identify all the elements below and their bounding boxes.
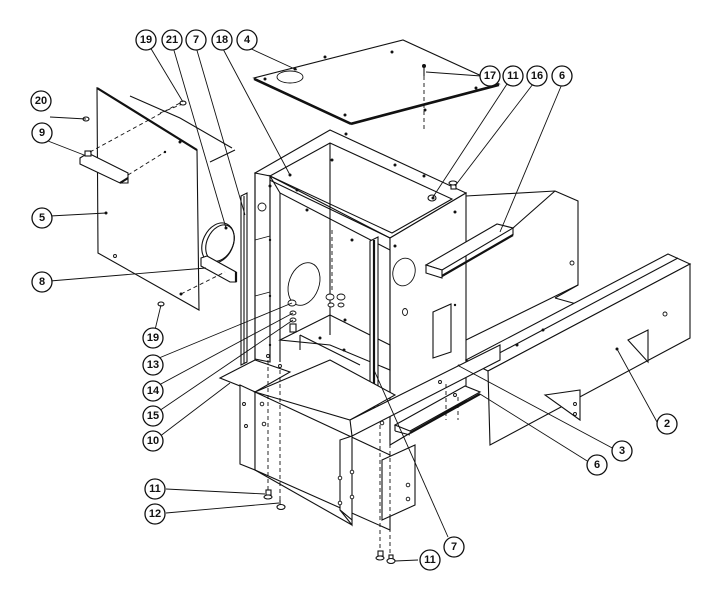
callout-10: 10 — [142, 430, 164, 452]
callout-12: 12 — [144, 503, 166, 525]
callout-label: 21 — [166, 34, 178, 46]
side-panel — [96, 87, 236, 311]
callout-label: 2 — [664, 418, 670, 430]
callout-19-bottom: 19 — [142, 327, 164, 349]
callout-8: 8 — [31, 271, 53, 293]
callout-label: 10 — [147, 435, 159, 447]
callout-19-top: 19 — [135, 29, 157, 51]
callout-16: 16 — [526, 65, 548, 87]
callout-2: 2 — [656, 413, 678, 435]
callout-15: 15 — [142, 405, 164, 427]
callout-label: 19 — [140, 34, 152, 46]
callout-5: 5 — [31, 207, 53, 229]
callout-label: 4 — [244, 34, 251, 46]
callout-17: 17 — [479, 65, 501, 87]
callout-14: 14 — [142, 380, 164, 402]
top-cover-plate — [252, 39, 501, 126]
callout-label: 11 — [424, 554, 436, 566]
callout-11-top: 11 — [502, 65, 524, 87]
callout-label: 11 — [507, 70, 519, 82]
callout-label: 16 — [531, 70, 543, 82]
handle — [79, 102, 181, 184]
callout-6-top: 6 — [551, 65, 573, 87]
callout-6-bottom: 6 — [586, 454, 608, 476]
callout-18: 18 — [211, 29, 233, 51]
screws-panel — [82, 100, 187, 307]
callout-label: 13 — [147, 359, 159, 371]
callout-label: 3 — [619, 445, 625, 457]
callout-label: 5 — [39, 212, 45, 224]
callout-label: 11 — [149, 483, 161, 495]
bottom-rail — [393, 385, 482, 436]
callout-3: 3 — [611, 440, 633, 462]
callout-11-bottom: 11 — [419, 549, 441, 571]
callout-label: 8 — [39, 276, 45, 288]
callout-label: 14 — [147, 385, 160, 397]
bolt-paths — [267, 360, 459, 555]
callout-13: 13 — [142, 354, 164, 376]
callout-label: 19 — [147, 332, 159, 344]
bolts-bottom — [263, 489, 396, 565]
callout-label: 15 — [147, 410, 159, 422]
callout-11-left: 11 — [144, 478, 166, 500]
callout-label: 7 — [451, 541, 457, 553]
callout-20: 20 — [30, 90, 52, 112]
callout-label: 17 — [484, 70, 496, 82]
callout-7-top: 7 — [185, 29, 207, 51]
bracket-8 — [180, 255, 238, 295]
callout-label: 6 — [559, 70, 565, 82]
top-hardware — [427, 180, 458, 202]
callout-label: 18 — [216, 34, 228, 46]
lower-stand — [218, 344, 501, 531]
callout-7-bottom: 7 — [443, 536, 465, 558]
callout-label: 20 — [35, 95, 47, 107]
callout-21: 21 — [161, 29, 183, 51]
leader-lines — [47, 46, 658, 562]
callout-label: 6 — [594, 459, 600, 471]
base-beam — [464, 253, 692, 446]
callout-4: 4 — [236, 29, 258, 51]
callout-label: 12 — [149, 508, 161, 520]
callout-label: 7 — [193, 34, 199, 46]
callout-label: 9 — [39, 127, 45, 139]
callout-9: 9 — [31, 122, 53, 144]
screw-17 — [422, 64, 426, 130]
